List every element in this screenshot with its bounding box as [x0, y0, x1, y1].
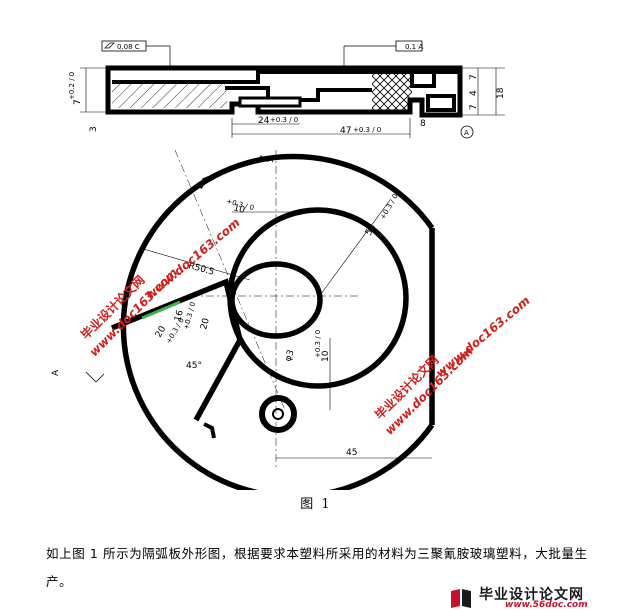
dim-bottom-3: 8 — [420, 119, 426, 129]
tolerance-frame-left-text: 0.08 C — [117, 43, 140, 51]
figure-caption: 图 1 — [300, 497, 332, 512]
small-hole-inner — [272, 408, 284, 420]
technical-drawing: 0.08 C 0.1 A 7 +0.2 / 0 3 24 +0.3 / 0 47… — [51, 40, 533, 490]
notch-top — [198, 174, 215, 189]
dim-left-outer: 7 — [73, 99, 83, 105]
dim-10: 10 — [321, 350, 331, 362]
right-hatch-region — [372, 74, 412, 110]
right-insert-lower — [426, 94, 456, 112]
center-recess — [238, 96, 302, 108]
section-arrow-label: A — [51, 369, 61, 376]
inner-step-upper — [112, 70, 458, 84]
dim-top-radius: 10 — [232, 203, 246, 216]
plan-view: A-A 10 +0.3 / 0 54 +0.3 / 0 R50.5 16 +0.… — [51, 149, 435, 490]
dim-left-outer-tol: +0.2 / 0 — [68, 72, 76, 100]
dim-diag-tol: +0.3 / 0 — [379, 193, 400, 221]
dim-10-tol: +0.3 / 0 — [314, 330, 322, 358]
book-icon — [451, 589, 471, 608]
site-logo: 毕业设计论文网 www.56doc.com — [447, 585, 627, 611]
tolerance-frame-right-text: 0.1 A — [405, 43, 423, 51]
section-body-outline — [105, 65, 463, 118]
logo-title: 毕业设计论文网 — [479, 587, 584, 603]
dim-bottom-2-tol: +0.3 / 0 — [353, 126, 381, 134]
dim-bottom-1: 24 — [258, 116, 270, 126]
left-hatch-region — [112, 84, 227, 108]
logo-url: www.56doc.com — [505, 600, 588, 610]
dim-left-lower: 3 — [89, 126, 99, 132]
slot-wedge — [110, 278, 243, 422]
dim-right-3: 7 — [469, 104, 479, 110]
body-paragraph: 如上图 1 所示为隔弧板外形图，根据要求本塑料所采用的材料为三聚氰胺玻璃塑料，大… — [46, 546, 588, 589]
svg-text:www.doc163.com: www.doc163.com — [433, 293, 533, 380]
notch-bottom — [203, 422, 216, 439]
section-view: 0.08 C 0.1 A 7 +0.2 / 0 3 24 +0.3 / 0 47… — [68, 40, 506, 139]
watermark-4: www.doc163.com — [433, 293, 533, 380]
dim-45: 45 — [346, 448, 357, 458]
dim-angle: 45° — [186, 361, 202, 371]
dim-bottom-2: 47 — [340, 126, 351, 136]
dim-right-total: 18 — [496, 87, 506, 99]
outer-arc — [120, 153, 435, 490]
datum-label: A — [464, 129, 469, 137]
dim-16: 16 — [173, 309, 186, 323]
right-insert-upper — [410, 70, 436, 88]
dim-20-small: 20 — [199, 317, 212, 331]
dim-20-tol: +0.3 / 0 — [165, 317, 186, 345]
dim-right-1: 7 — [469, 74, 479, 80]
dim-right-2: 4 — [469, 90, 479, 96]
small-hole-outer — [259, 395, 297, 433]
datum-circle — [460, 125, 474, 139]
dim-phi: φ3 — [283, 349, 296, 363]
dim-bottom-1-tol: +0.3 / 0 — [270, 116, 298, 124]
